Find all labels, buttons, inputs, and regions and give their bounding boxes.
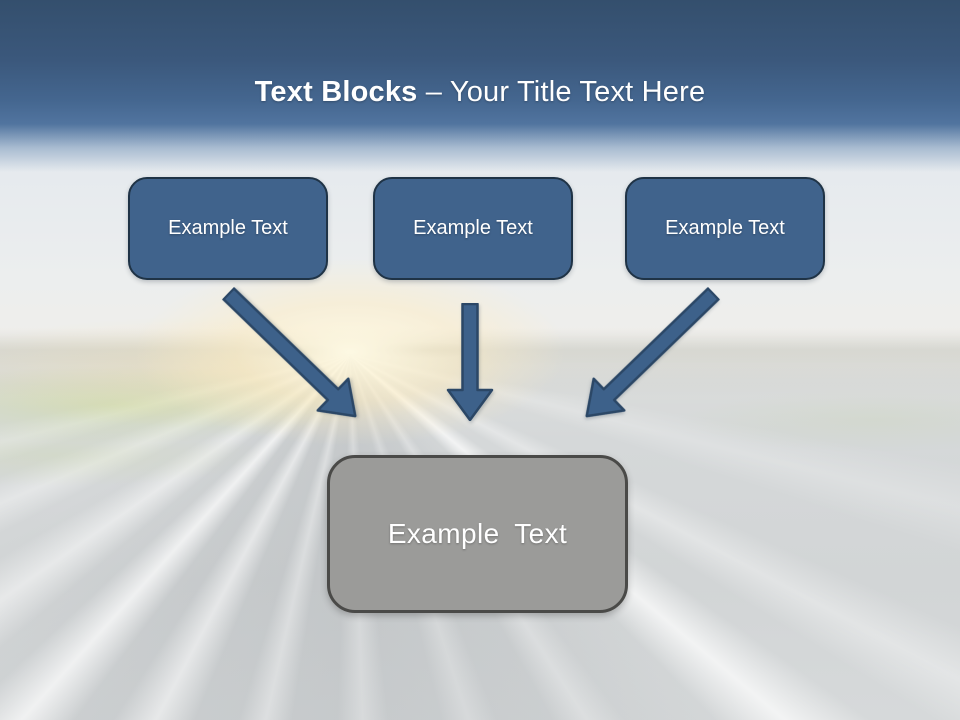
text-block-3[interactable]: Example Text: [625, 177, 825, 280]
slide-title-rest: – Your Title Text Here: [425, 76, 706, 109]
down-left-arrow-icon: [585, 287, 720, 418]
text-block-1-label: Example Text: [168, 217, 288, 239]
text-block-3-label: Example Text: [665, 217, 785, 239]
text-block-2[interactable]: Example Text: [373, 177, 573, 280]
text-block-target-label: Example Text: [387, 518, 568, 549]
text-block-1[interactable]: Example Text: [128, 177, 328, 280]
down-right-arrow-icon: [222, 287, 357, 418]
text-block-target[interactable]: Example Text: [327, 455, 628, 613]
slide-title[interactable]: Text Blocks – Your Title Text Here: [0, 75, 960, 109]
text-block-2-label: Example Text: [413, 217, 533, 239]
down-arrow-icon: [446, 303, 494, 421]
slide-title-emphasis: Text Blocks: [254, 76, 418, 109]
title-band: Text Blocks – Your Title Text Here: [0, 0, 960, 172]
